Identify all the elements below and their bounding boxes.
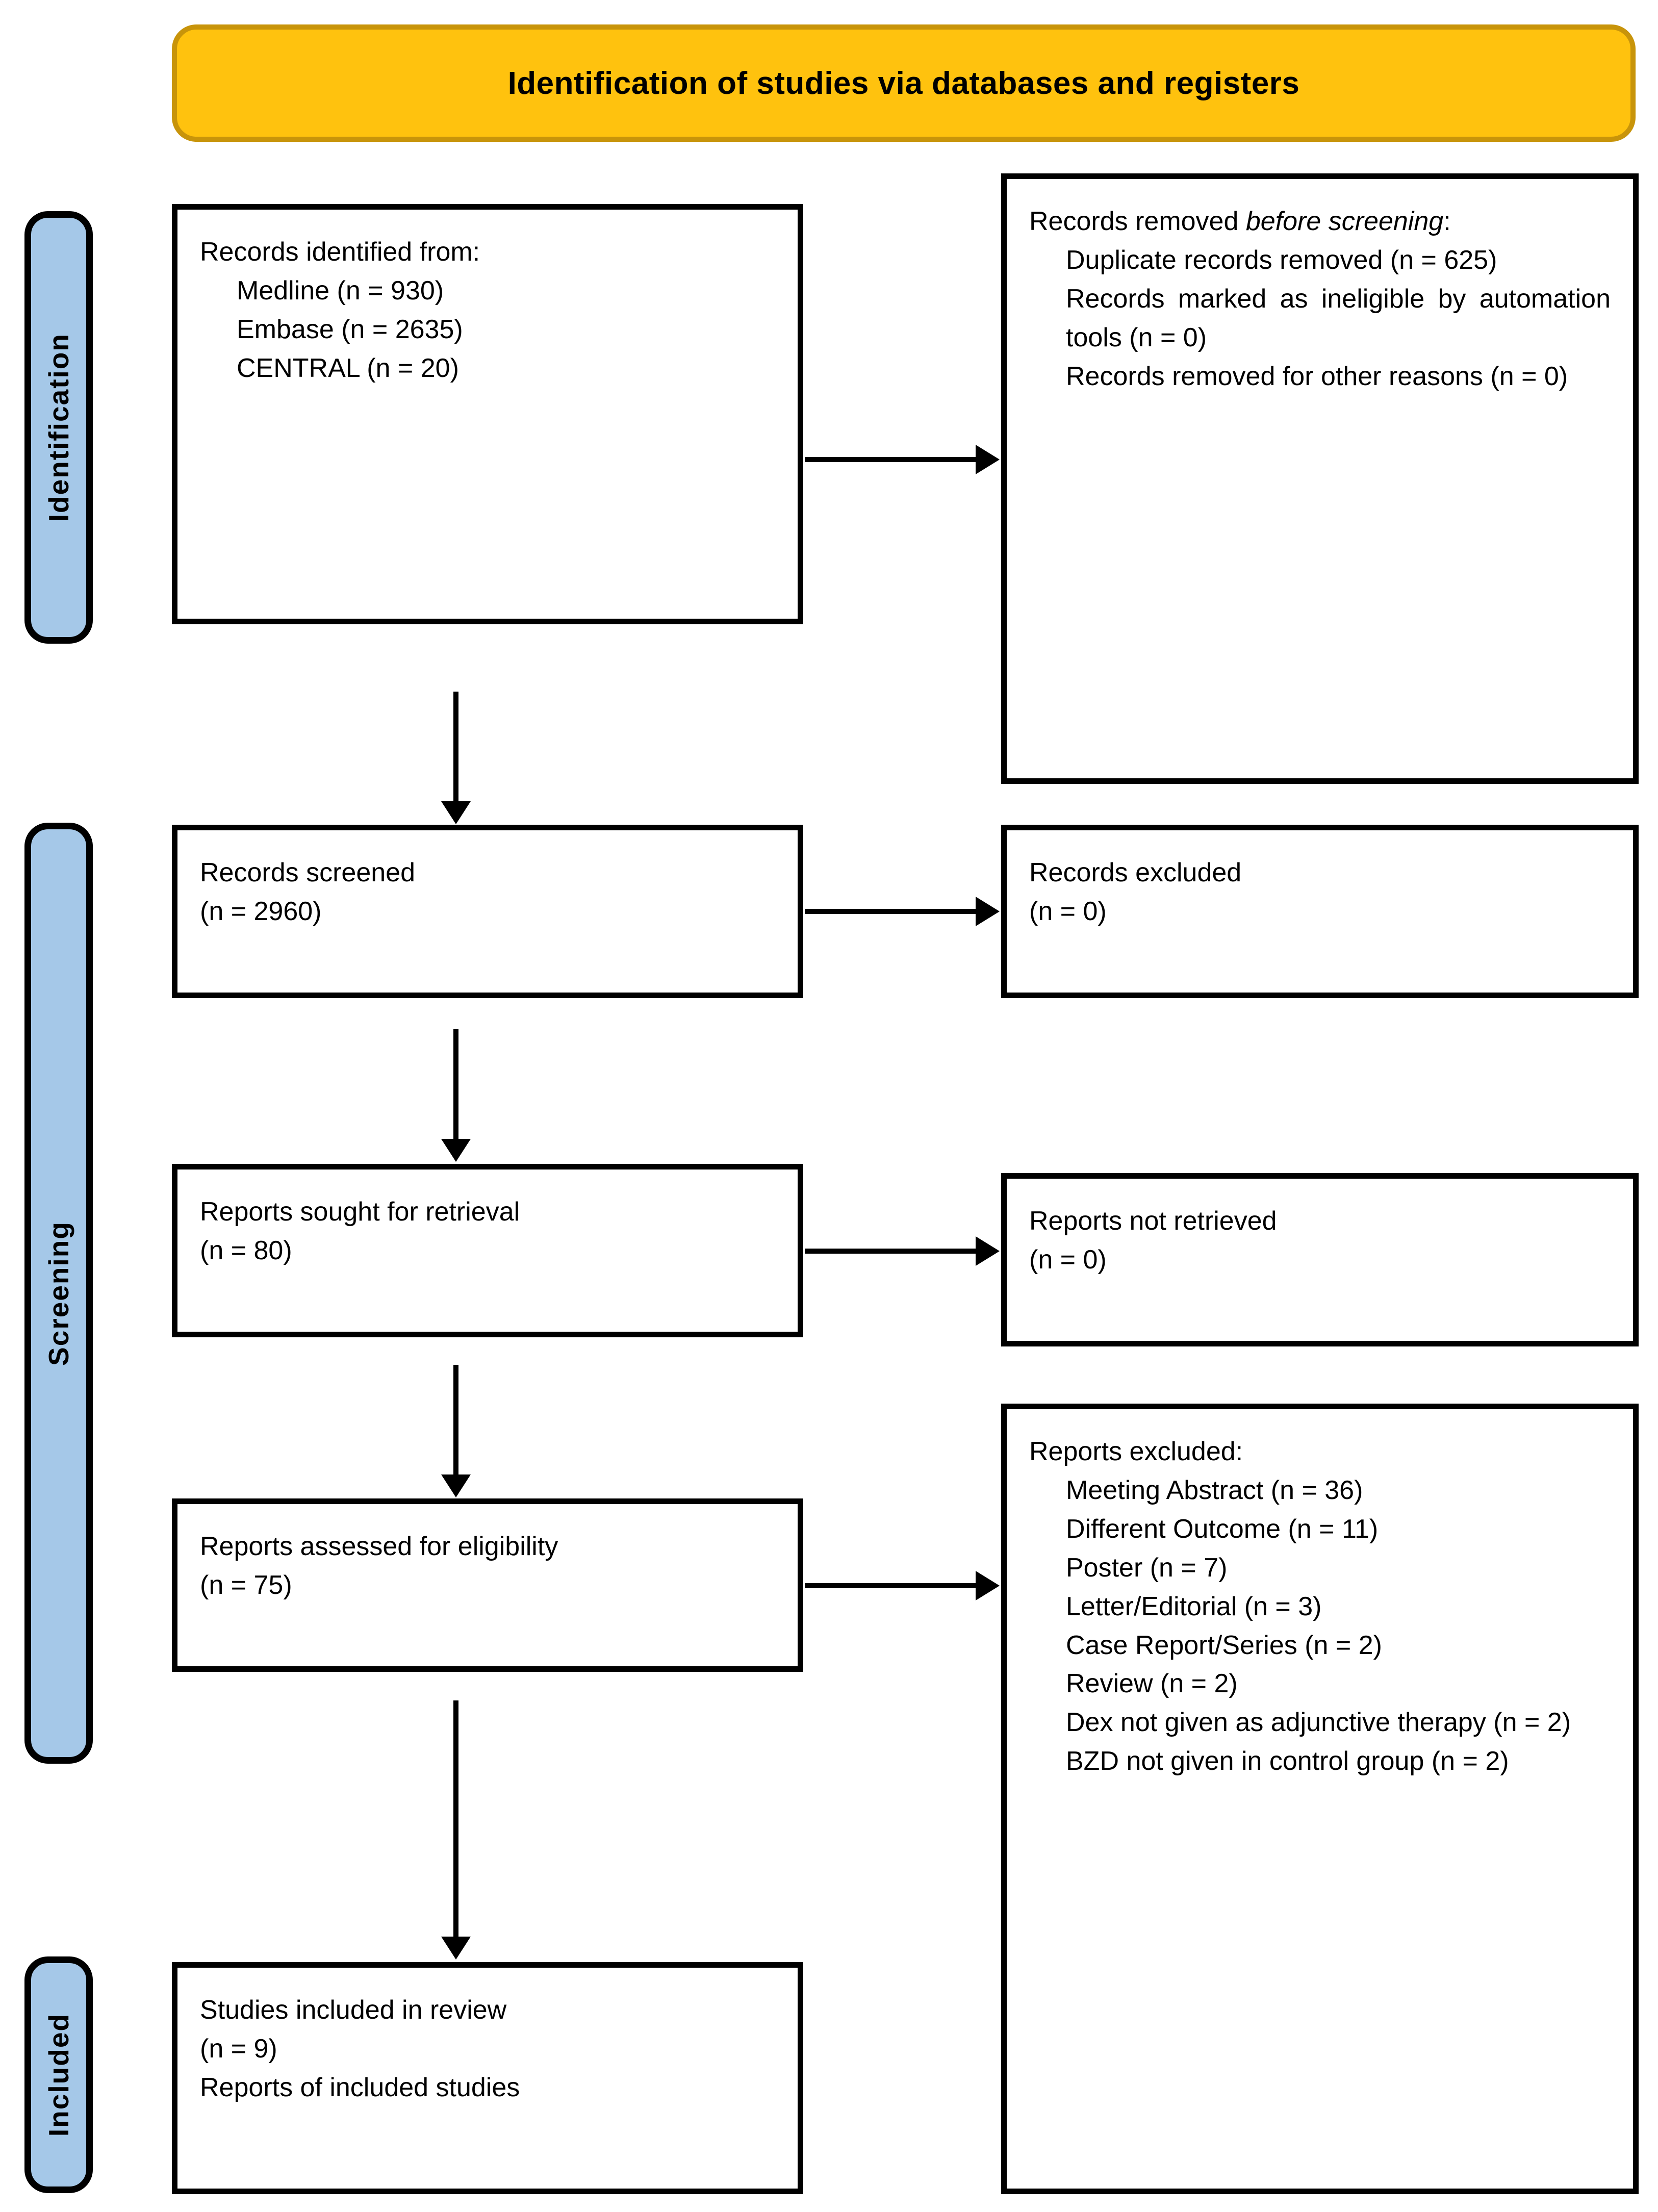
stage-label-screening-text: Screening xyxy=(43,1221,74,1366)
stage-label-included: Included xyxy=(24,1956,93,2193)
source-embase: Embase (n = 2635) xyxy=(237,314,463,344)
reports-excluded-reason-letter-editorial: Letter/Editorial (n = 3) xyxy=(1066,1591,1322,1621)
removed-reason-other: Records removed for other reasons (n = 0… xyxy=(1066,361,1568,391)
stage-label-identification: Identification xyxy=(24,211,93,644)
stage-label-screening: Screening xyxy=(24,823,93,1764)
reports-sought-label: Reports sought for retrieval xyxy=(200,1197,520,1227)
studies-included-count: (n = 9) xyxy=(200,2033,277,2064)
down-arrow-assessed-to-included xyxy=(453,1700,458,1938)
source-medline: Medline (n = 930) xyxy=(237,275,444,306)
records-identified-heading: Records identified from: xyxy=(200,237,480,267)
right-arrow-identified-to-removed xyxy=(805,457,977,462)
studies-included-label: Studies included in review xyxy=(200,1995,507,2025)
records-removed-heading-prefix: Records removed xyxy=(1029,207,1246,236)
reports-assessed-label: Reports assessed for eligibility xyxy=(200,1532,558,1561)
stage-label-included-text: Included xyxy=(43,2013,74,2137)
records-removed-heading-italic: before screening xyxy=(1245,207,1444,236)
down-arrow-identified-to-screened xyxy=(453,692,458,803)
box-reports-excluded: Reports excluded: Meeting Abstract (n = … xyxy=(1001,1404,1639,2194)
box-reports-sought-for-retrieval: Reports sought for retrieval (n = 80) xyxy=(172,1164,803,1337)
right-arrow-assessed-to-reports-excluded xyxy=(805,1583,977,1588)
box-records-excluded: Records excluded (n = 0) xyxy=(1001,825,1639,998)
records-removed-heading-suffix: : xyxy=(1443,207,1451,236)
reports-of-included-studies-label: Reports of included studies xyxy=(200,2072,520,2102)
reports-excluded-reason-dex-not-adjunctive: Dex not given as adjunctive therapy (n =… xyxy=(1066,1708,1571,1738)
removed-reason-duplicates: Duplicate records removed (n = 625) xyxy=(1066,245,1497,275)
box-records-identified: Records identified from: Medline (n = 93… xyxy=(172,204,803,624)
reports-excluded-reason-case-report-series: Case Report/Series (n = 2) xyxy=(1066,1630,1382,1660)
box-reports-assessed-for-eligibility: Reports assessed for eligibility (n = 75… xyxy=(172,1498,803,1672)
box-records-removed-before-screening: Records removed before screening: Duplic… xyxy=(1001,173,1639,784)
diagram-header-banner: Identification of studies via databases … xyxy=(172,24,1636,142)
reports-not-retrieved-label: Reports not retrieved xyxy=(1029,1206,1277,1236)
records-screened-label: Records screened xyxy=(200,858,415,887)
reports-assessed-count: (n = 75) xyxy=(200,1570,292,1600)
stage-label-identification-text: Identification xyxy=(43,333,74,522)
reports-sought-count: (n = 80) xyxy=(200,1235,292,1265)
source-central: CENTRAL (n = 20) xyxy=(237,353,459,383)
records-excluded-count: (n = 0) xyxy=(1029,896,1107,926)
right-arrow-screened-to-excluded xyxy=(805,909,977,914)
box-reports-not-retrieved: Reports not retrieved (n = 0) xyxy=(1001,1173,1639,1346)
right-arrow-sought-to-not-retrieved xyxy=(805,1249,977,1254)
records-removed-heading: Records removed before screening: xyxy=(1029,202,1611,241)
reports-excluded-reason-review: Review (n = 2) xyxy=(1066,1669,1238,1699)
records-screened-count: (n = 2960) xyxy=(200,896,322,926)
reports-excluded-heading: Reports excluded: xyxy=(1029,1437,1243,1466)
reports-excluded-reason-poster: Poster (n = 7) xyxy=(1066,1553,1228,1583)
reports-not-retrieved-count: (n = 0) xyxy=(1029,1244,1107,1275)
box-studies-included: Studies included in review (n = 9) Repor… xyxy=(172,1962,803,2194)
reports-excluded-reason-meeting-abstract: Meeting Abstract (n = 36) xyxy=(1066,1475,1363,1505)
records-excluded-label: Records excluded xyxy=(1029,858,1242,887)
reports-excluded-reason-different-outcome: Different Outcome (n = 11) xyxy=(1066,1514,1379,1544)
box-records-screened: Records screened (n = 2960) xyxy=(172,825,803,998)
page-title: Identification of studies via databases … xyxy=(507,65,1300,101)
removed-reason-automation: Records marked as ineligible by automati… xyxy=(1066,284,1611,352)
down-arrow-sought-to-assessed xyxy=(453,1365,458,1476)
down-arrow-screened-to-sought xyxy=(453,1029,458,1140)
reports-excluded-reason-bzd-not-control: BZD not given in control group (n = 2) xyxy=(1066,1746,1509,1776)
